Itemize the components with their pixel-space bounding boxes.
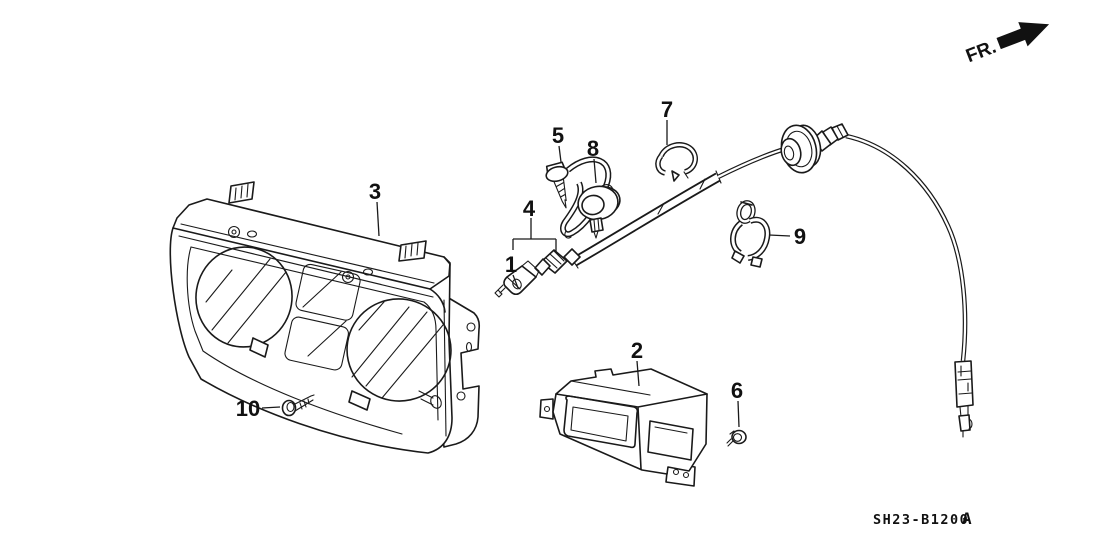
grommet-ring-part bbox=[577, 184, 621, 239]
part-label-3: 3 bbox=[369, 179, 381, 204]
callout-4: 4 bbox=[512, 196, 557, 252]
fr-direction-indicator: FR. bbox=[963, 22, 1050, 68]
drawing-code: SH23-B1200 bbox=[873, 512, 969, 528]
callout-5: 5 bbox=[552, 123, 564, 163]
part-label-5: 5 bbox=[552, 123, 564, 148]
fr-arrow-icon bbox=[996, 22, 1050, 50]
callout-6: 6 bbox=[731, 378, 743, 428]
callouts: 1 2 3 4 5 6 7 8 bbox=[236, 97, 806, 428]
fr-label: FR. bbox=[963, 37, 999, 68]
part-label-10: 10 bbox=[236, 396, 260, 421]
drawing-code-block: SH23-B1200 A bbox=[873, 509, 972, 528]
part-label-2: 2 bbox=[631, 338, 643, 363]
part-label-7: 7 bbox=[661, 97, 673, 122]
gauge-right bbox=[346, 298, 452, 402]
callout-3: 3 bbox=[369, 179, 381, 237]
clock-housing-left-tab bbox=[539, 398, 554, 420]
meter-center-windows bbox=[284, 263, 361, 371]
part-label-8: 8 bbox=[587, 136, 599, 161]
callout-2: 2 bbox=[631, 338, 643, 387]
part-label-9: 9 bbox=[794, 224, 806, 249]
part-label-6: 6 bbox=[731, 378, 743, 403]
cable-clip-part bbox=[655, 142, 698, 182]
drawing-code-suffix: A bbox=[962, 509, 972, 528]
callout-8: 8 bbox=[587, 136, 599, 184]
clock-housing-part bbox=[539, 368, 708, 487]
cable-grommet bbox=[780, 124, 822, 174]
clock-screw-part bbox=[726, 429, 747, 447]
gauge-left bbox=[195, 246, 293, 348]
meter-screw-part bbox=[281, 394, 315, 417]
combination-meter-part bbox=[169, 181, 481, 454]
callout-9: 9 bbox=[768, 224, 806, 249]
callout-1: 1 bbox=[505, 252, 519, 289]
screw-with-clip-part bbox=[545, 156, 612, 239]
clock-housing-outline bbox=[552, 368, 708, 475]
part-label-1: 1 bbox=[505, 252, 517, 277]
meter-body-outline bbox=[169, 198, 453, 454]
cable-clamp-part bbox=[730, 200, 771, 268]
speedometer-cable-assembly bbox=[494, 123, 974, 438]
callout-7: 7 bbox=[661, 97, 673, 145]
part-label-4: 4 bbox=[523, 196, 536, 221]
callout-10: 10 bbox=[236, 396, 281, 421]
cable-end-ferrule bbox=[954, 360, 974, 438]
